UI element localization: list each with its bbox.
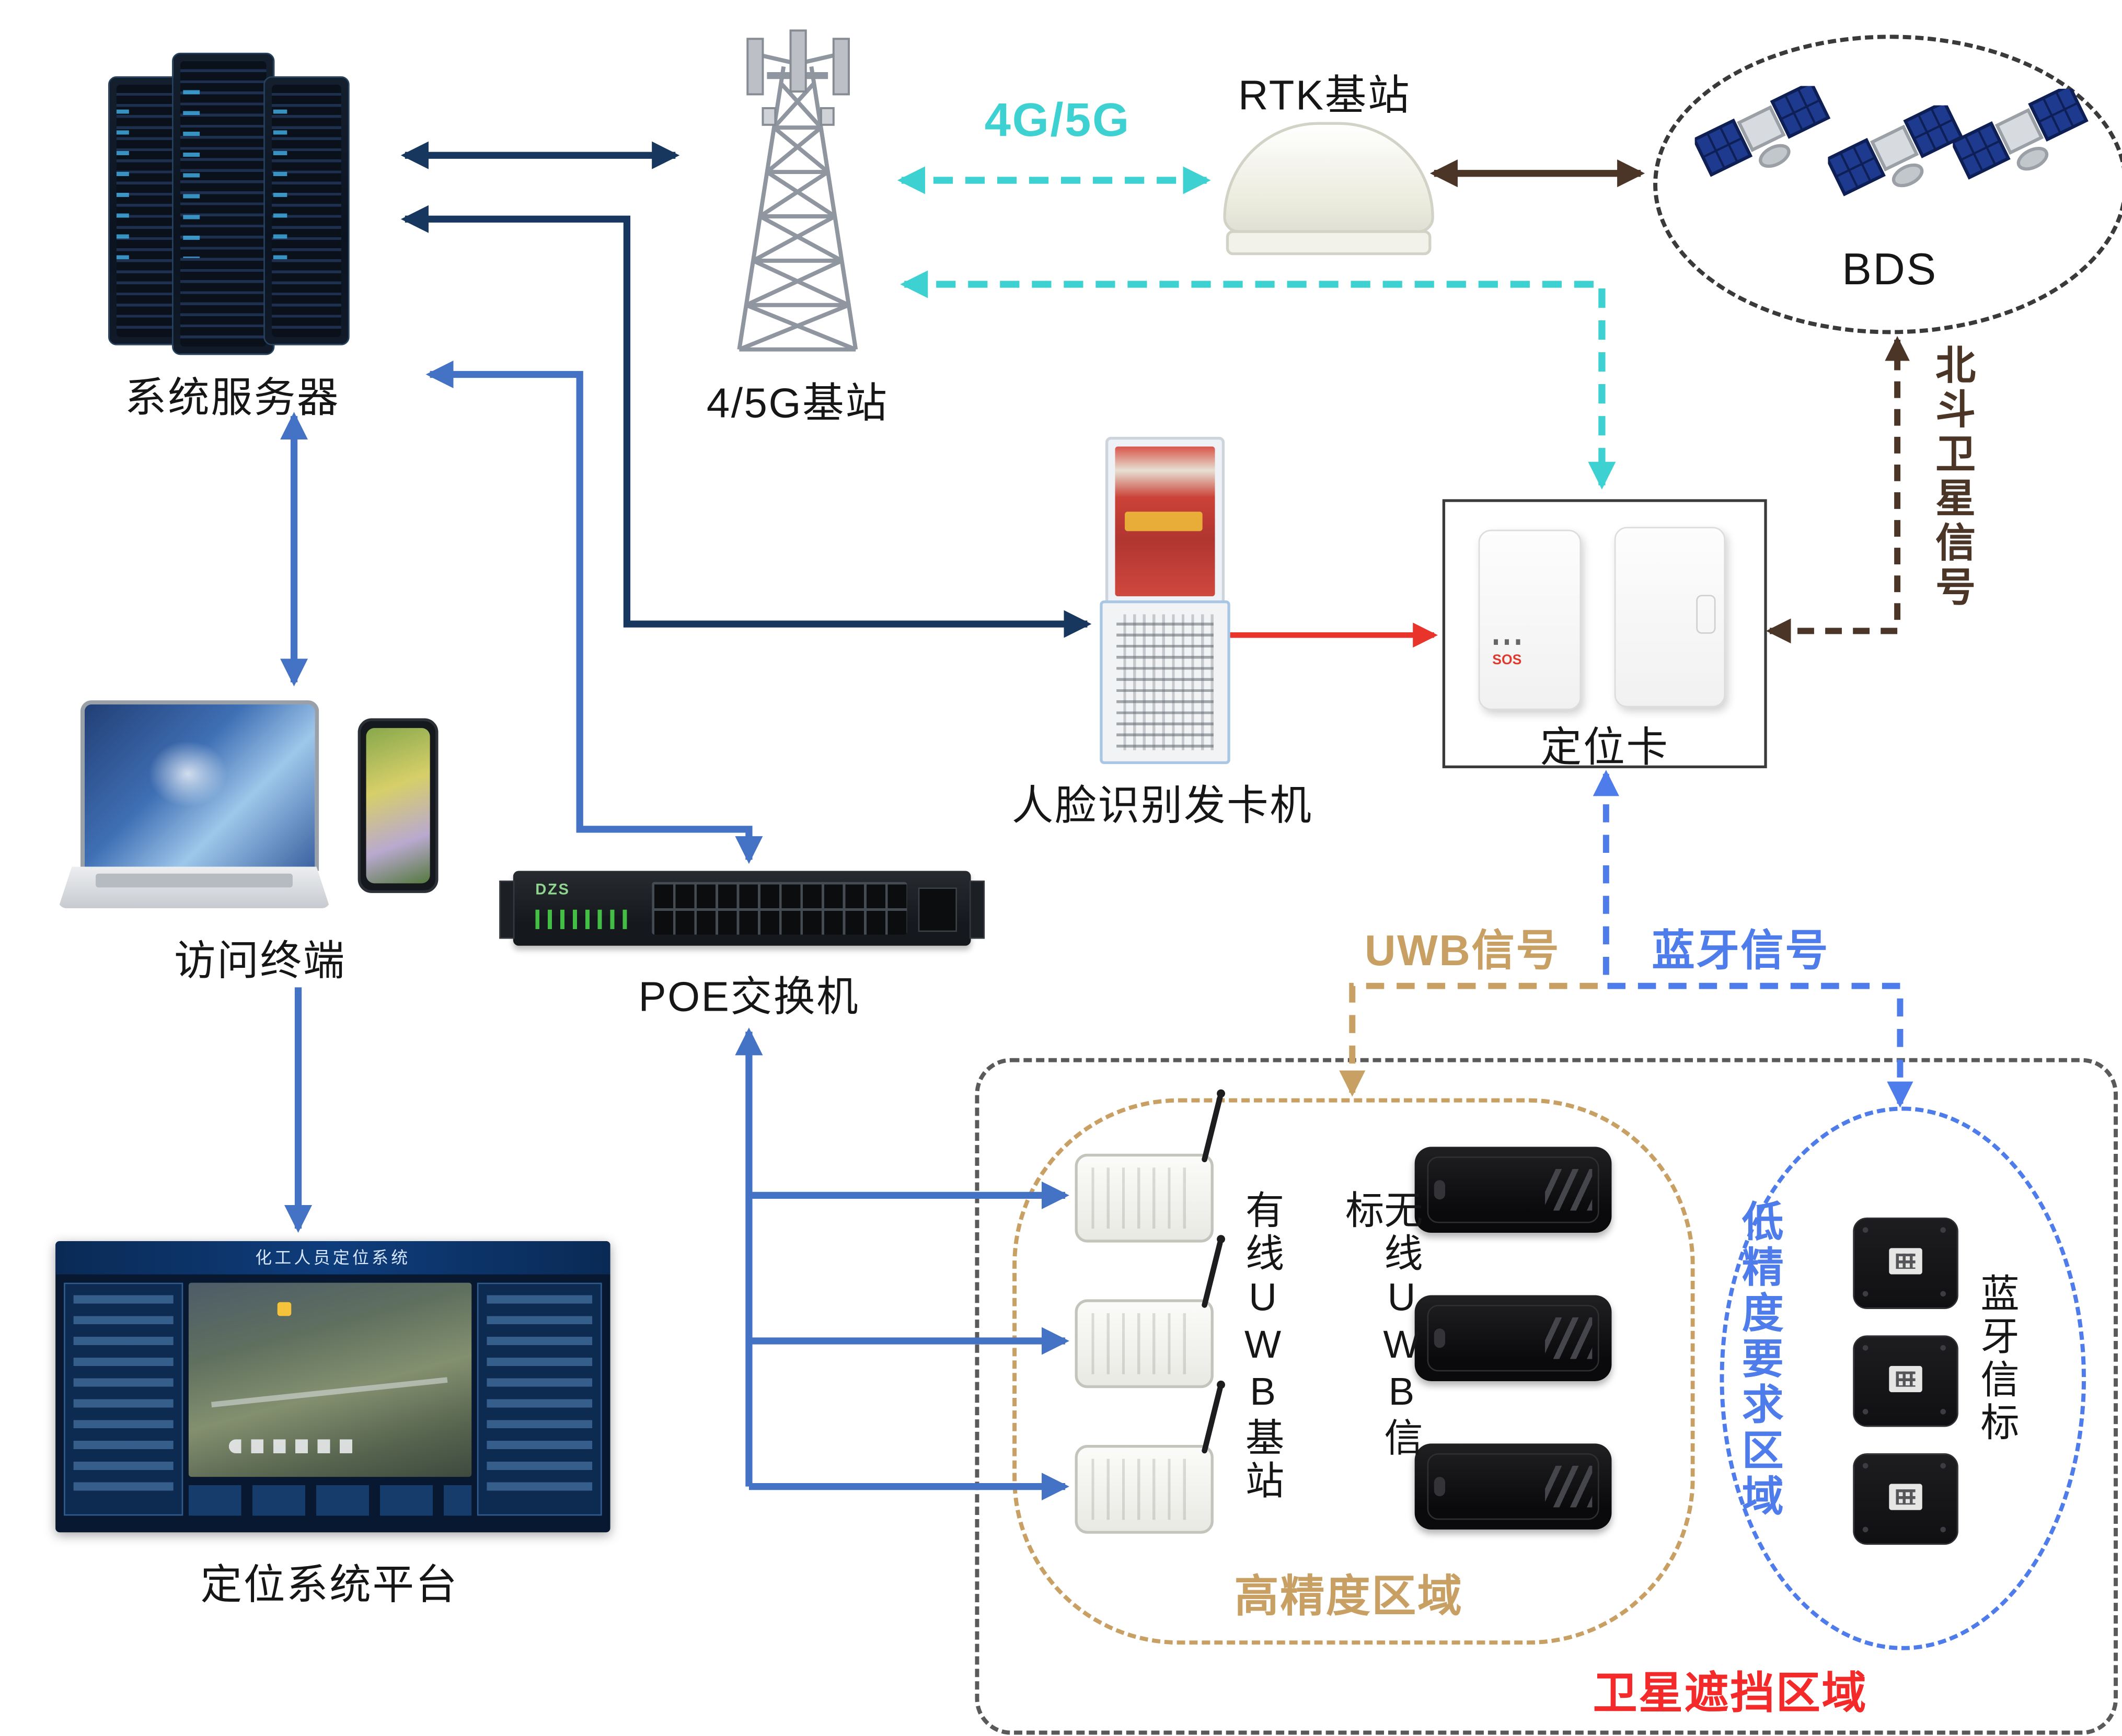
- poe-sfp-port: [918, 887, 957, 932]
- card-label: 定位卡: [1540, 725, 1669, 771]
- positioning-card-box: SOS 定位卡: [1442, 499, 1767, 771]
- card-side-button: [1696, 595, 1716, 634]
- smartphone: [357, 718, 439, 893]
- sos-text: SOS: [1492, 653, 1522, 669]
- wireless-uwb-label: 无线UWB信标: [1341, 1189, 1423, 1461]
- platform-label: 定位系统平台: [200, 1563, 459, 1609]
- platform-dashboard: 化工人员定位系统: [55, 1241, 610, 1533]
- poe-leds: [535, 909, 627, 929]
- satellite-blocked-label: 卫星遮挡区域: [1593, 1668, 1868, 1718]
- link-tower-card: [900, 270, 1616, 490]
- link-server-poe: [425, 360, 763, 864]
- link-uwb-signal: [1339, 982, 1598, 1097]
- card-indicator-dots: [1493, 639, 1525, 645]
- laptop-base: [58, 866, 330, 909]
- dashboard-left-panel: [64, 1282, 183, 1516]
- bt-beacon-label: 蓝牙信标: [1976, 1272, 2020, 1445]
- poe-label: POE交换机: [638, 975, 860, 1021]
- server-rack-center: [172, 52, 275, 355]
- kiosk-label: 人脸识别发卡机: [1011, 783, 1313, 829]
- beidou-signal-label: 北斗卫星信号: [1929, 344, 1974, 610]
- wireless-uwb-beacon: [1414, 1295, 1612, 1381]
- low-precision-zone: [1720, 1106, 2086, 1650]
- wireless-uwb-beacon: [1414, 1443, 1612, 1530]
- kiosk-screen: [1105, 436, 1225, 606]
- bds-label: BDS: [1842, 244, 1938, 294]
- bds-constellation-outline: [1653, 34, 2122, 334]
- rack-ear: [499, 881, 515, 939]
- dashboard-marker: [277, 1302, 292, 1316]
- 4g5g-signal-label: 4G/5G: [984, 94, 1131, 147]
- wired-uwb-station: [1075, 1240, 1222, 1388]
- high-precision-label: 高精度区域: [1234, 1571, 1463, 1622]
- laptop: [80, 700, 319, 871]
- cell-tower: [737, 29, 858, 352]
- link-bt-signal: [1593, 770, 1913, 1108]
- bluetooth-beacon: [1853, 1217, 1958, 1309]
- server-rack-right: [263, 76, 350, 345]
- positioning-card: [1614, 527, 1726, 708]
- bt-signal-label: 蓝牙信号: [1652, 926, 1830, 975]
- dashboard-title: 化工人员定位系统: [55, 1241, 610, 1275]
- wired-uwb-station: [1075, 1094, 1222, 1243]
- satellite-icon: [1694, 86, 1831, 177]
- low-precision-label: 低精度要求区域: [1735, 1199, 1781, 1520]
- link-bds-card: [1766, 335, 1910, 644]
- uwb-signal-label: UWB信号: [1365, 926, 1561, 975]
- rack-ear: [969, 881, 985, 939]
- satellite-icon: [1828, 105, 1964, 196]
- wireless-uwb-beacon: [1414, 1147, 1612, 1233]
- poe-brand-text: DZS: [535, 882, 570, 899]
- rtk-antenna-dome: [1223, 122, 1434, 256]
- dashboard-3d-scene: [188, 1282, 472, 1477]
- bluetooth-beacon: [1853, 1453, 1958, 1545]
- dashboard-right-panel: [477, 1282, 602, 1516]
- poe-switch: DZS: [499, 871, 985, 946]
- rtk-label: RTK基站: [1238, 73, 1411, 120]
- wired-uwb-station: [1075, 1385, 1222, 1534]
- bluetooth-beacon: [1853, 1335, 1958, 1427]
- terminal-label: 访问终端: [174, 939, 347, 985]
- wired-uwb-label: 有线UWB基站: [1241, 1189, 1285, 1503]
- high-precision-zone: [1012, 1098, 1695, 1645]
- satellite-icon: [1953, 88, 2089, 180]
- dashboard-bottom-strip: [188, 1485, 472, 1516]
- server-label: 系统服务器: [124, 376, 340, 422]
- positioning-card: SOS: [1478, 529, 1582, 710]
- kiosk-base: [1100, 600, 1230, 765]
- tower-label: 4/5G基站: [706, 381, 889, 427]
- poe-ports: [652, 882, 907, 935]
- satellite-blocked-zone: [975, 1058, 2118, 1735]
